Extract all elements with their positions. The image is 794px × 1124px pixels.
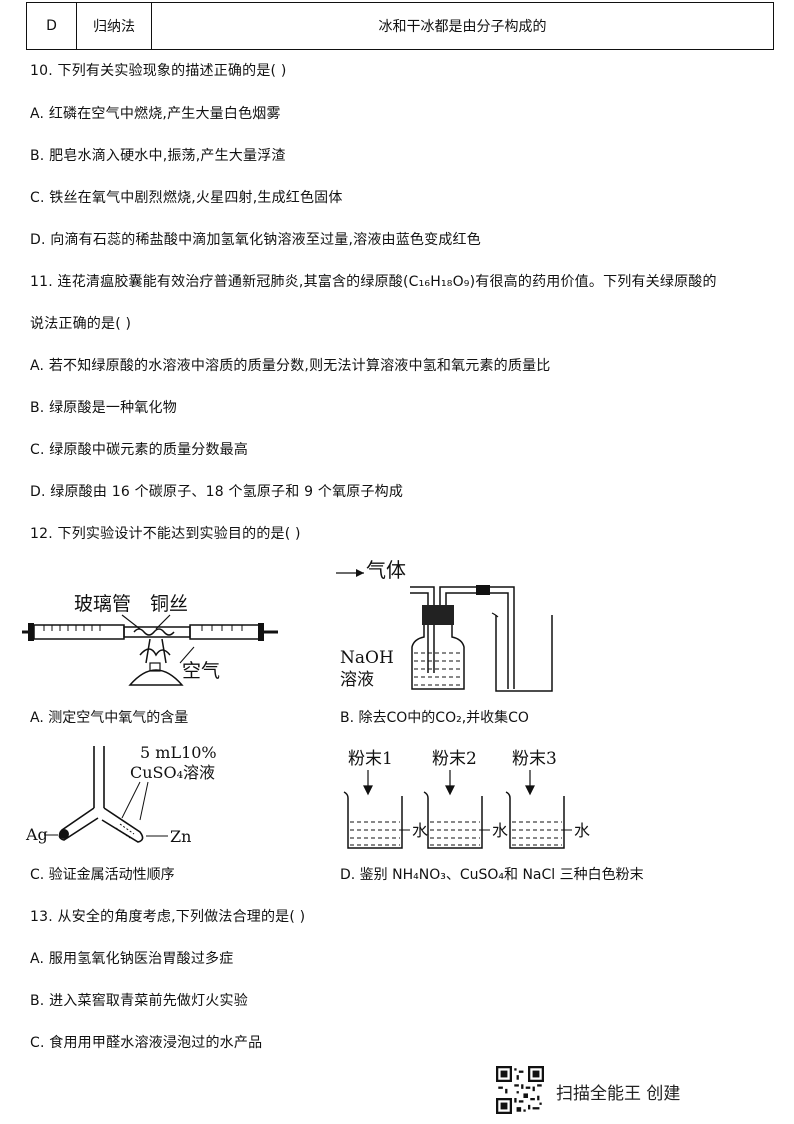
figure-a-caption: A. 测定空气中氧气的含量 — [30, 710, 189, 726]
label-air: 空气 — [182, 660, 220, 682]
label-copper-wire: 铜丝 — [150, 593, 188, 615]
q13-option-a: A. 服用氢氧化钠医治胃酸过多症 — [30, 951, 234, 967]
q10-option-c: C. 铁丝在氧气中剧烈燃烧,火星四射,生成红色固体 — [30, 190, 343, 206]
q10-stem: 10. 下列有关实验现象的描述正确的是( ) — [30, 63, 287, 79]
label-water-1: 水 — [412, 821, 428, 840]
q10-option-a: A. 红磷在空气中燃烧,产生大量白色烟雾 — [30, 106, 281, 122]
qr-code-icon — [496, 1066, 544, 1114]
q11-option-b: B. 绿原酸是一种氧化物 — [30, 400, 177, 416]
option-cell: D — [26, 2, 77, 50]
q11-option-c: C. 绿原酸中碳元素的质量分数最高 — [30, 442, 249, 458]
figure-a-apparatus: 玻璃管 铜丝 空气 — [22, 593, 278, 686]
content-cell: 冰和干冰都是由分子构成的 — [151, 2, 774, 50]
q13-stem: 13. 从安全的角度考虑,下列做法合理的是( ) — [30, 909, 306, 925]
q13-option-c: C. 食用用甲醛水溶液浸泡过的水产品 — [30, 1035, 263, 1051]
label-glass-tube: 玻璃管 — [74, 593, 131, 615]
figure-b-caption: B. 除去CO中的CO₂,并收集CO — [340, 710, 529, 726]
method-cell: 归纳法 — [76, 2, 152, 50]
scanner-watermark: 扫描全能王 创建 — [556, 1084, 681, 1104]
q11-stem-line1: 11. 连花清瘟胶囊能有效治疗普通新冠肺炎,其富含的绿原酸(C₁₆H₁₈O₉)有… — [30, 274, 717, 290]
label-water-3: 水 — [574, 821, 590, 840]
label-powder-2: 粉末2 — [432, 749, 477, 769]
label-naoh: NaOH — [340, 648, 394, 668]
figure-b-reagent-label: NaOH 溶液 — [340, 647, 394, 691]
q11-option-a: A. 若不知绿原酸的水溶液中溶质的质量分数,则无法计算溶液中氢和氧元素的质量比 — [30, 358, 551, 374]
label-powder-1: 粉末1 — [348, 749, 393, 769]
q11-option-d: D. 绿原酸由 16 个碳原子、18 个氢原子和 9 个氧原子构成 — [30, 484, 404, 500]
label-powder-3: 粉末3 — [512, 749, 557, 769]
label-water-2: 水 — [492, 821, 508, 840]
figure-b-apparatus: 气体 — [336, 558, 553, 692]
label-ag: Ag — [25, 825, 48, 844]
label-reagent-2: CuSO₄溶液 — [130, 763, 215, 782]
q11-stem-line2: 说法正确的是( ) — [30, 316, 132, 332]
label-gas: 气体 — [366, 558, 406, 582]
label-reagent-1: 5 mL10% — [140, 743, 217, 762]
q10-option-b: B. 肥皂水滴入硬水中,振荡,产生大量浮渣 — [30, 148, 286, 164]
q12-stem: 12. 下列实验设计不能达到实验目的的是( ) — [30, 526, 301, 542]
table-row: D 归纳法 冰和干冰都是由分子构成的 — [26, 2, 774, 50]
q10-option-d: D. 向滴有石蕊的稀盐酸中滴加氢氧化钠溶液至过量,溶液由蓝色变成红色 — [30, 232, 481, 248]
figure-d-apparatus: 粉末1 粉末2 粉末3 水 水 水 — [343, 749, 590, 849]
q13-option-b: B. 进入菜窖取青菜前先做灯火实验 — [30, 993, 248, 1009]
label-solution: 溶液 — [340, 670, 374, 690]
label-zn: Zn — [170, 827, 191, 846]
figure-c-caption: C. 验证金属活动性顺序 — [30, 867, 175, 883]
answer-table: D 归纳法 冰和干冰都是由分子构成的 — [26, 2, 774, 50]
figure-c-apparatus: 5 mL10% CuSO₄溶液 Ag Zn — [25, 743, 217, 846]
figure-d-caption: D. 鉴别 NH₄NO₃、CuSO₄和 NaCl 三种白色粉末 — [340, 867, 644, 883]
